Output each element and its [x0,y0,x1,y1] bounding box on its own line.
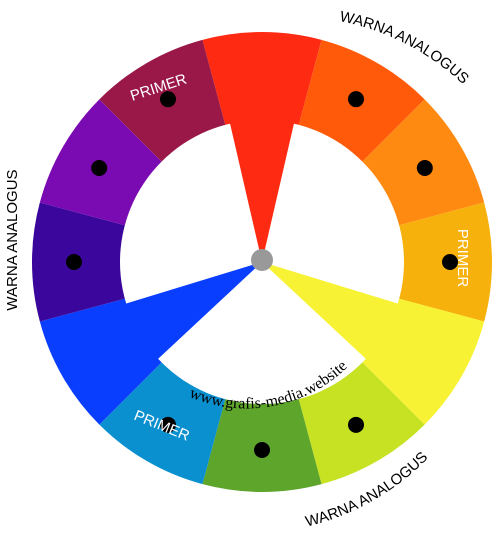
marker-dot-orange [416,160,433,176]
primary-pointer-yellow [262,262,406,365]
primer-label-yellow: PRIMER [454,229,471,288]
marker-dot-yellow-orange [442,254,458,270]
marker-dot-indigo [66,254,82,270]
marker-dot-blue-green [160,416,176,433]
primary-pointer-blue [118,262,262,365]
marker-dot-yellow-green [348,416,364,433]
center-pivot [251,249,273,271]
marker-dot-red-orange [348,91,364,108]
analogus-label-left: WARNA ANALOGUS [4,169,21,310]
primary-pointer-red [228,115,296,263]
marker-dot-red-violet [160,91,176,108]
marker-dot-green [254,442,270,458]
marker-dot-violet [91,160,108,176]
